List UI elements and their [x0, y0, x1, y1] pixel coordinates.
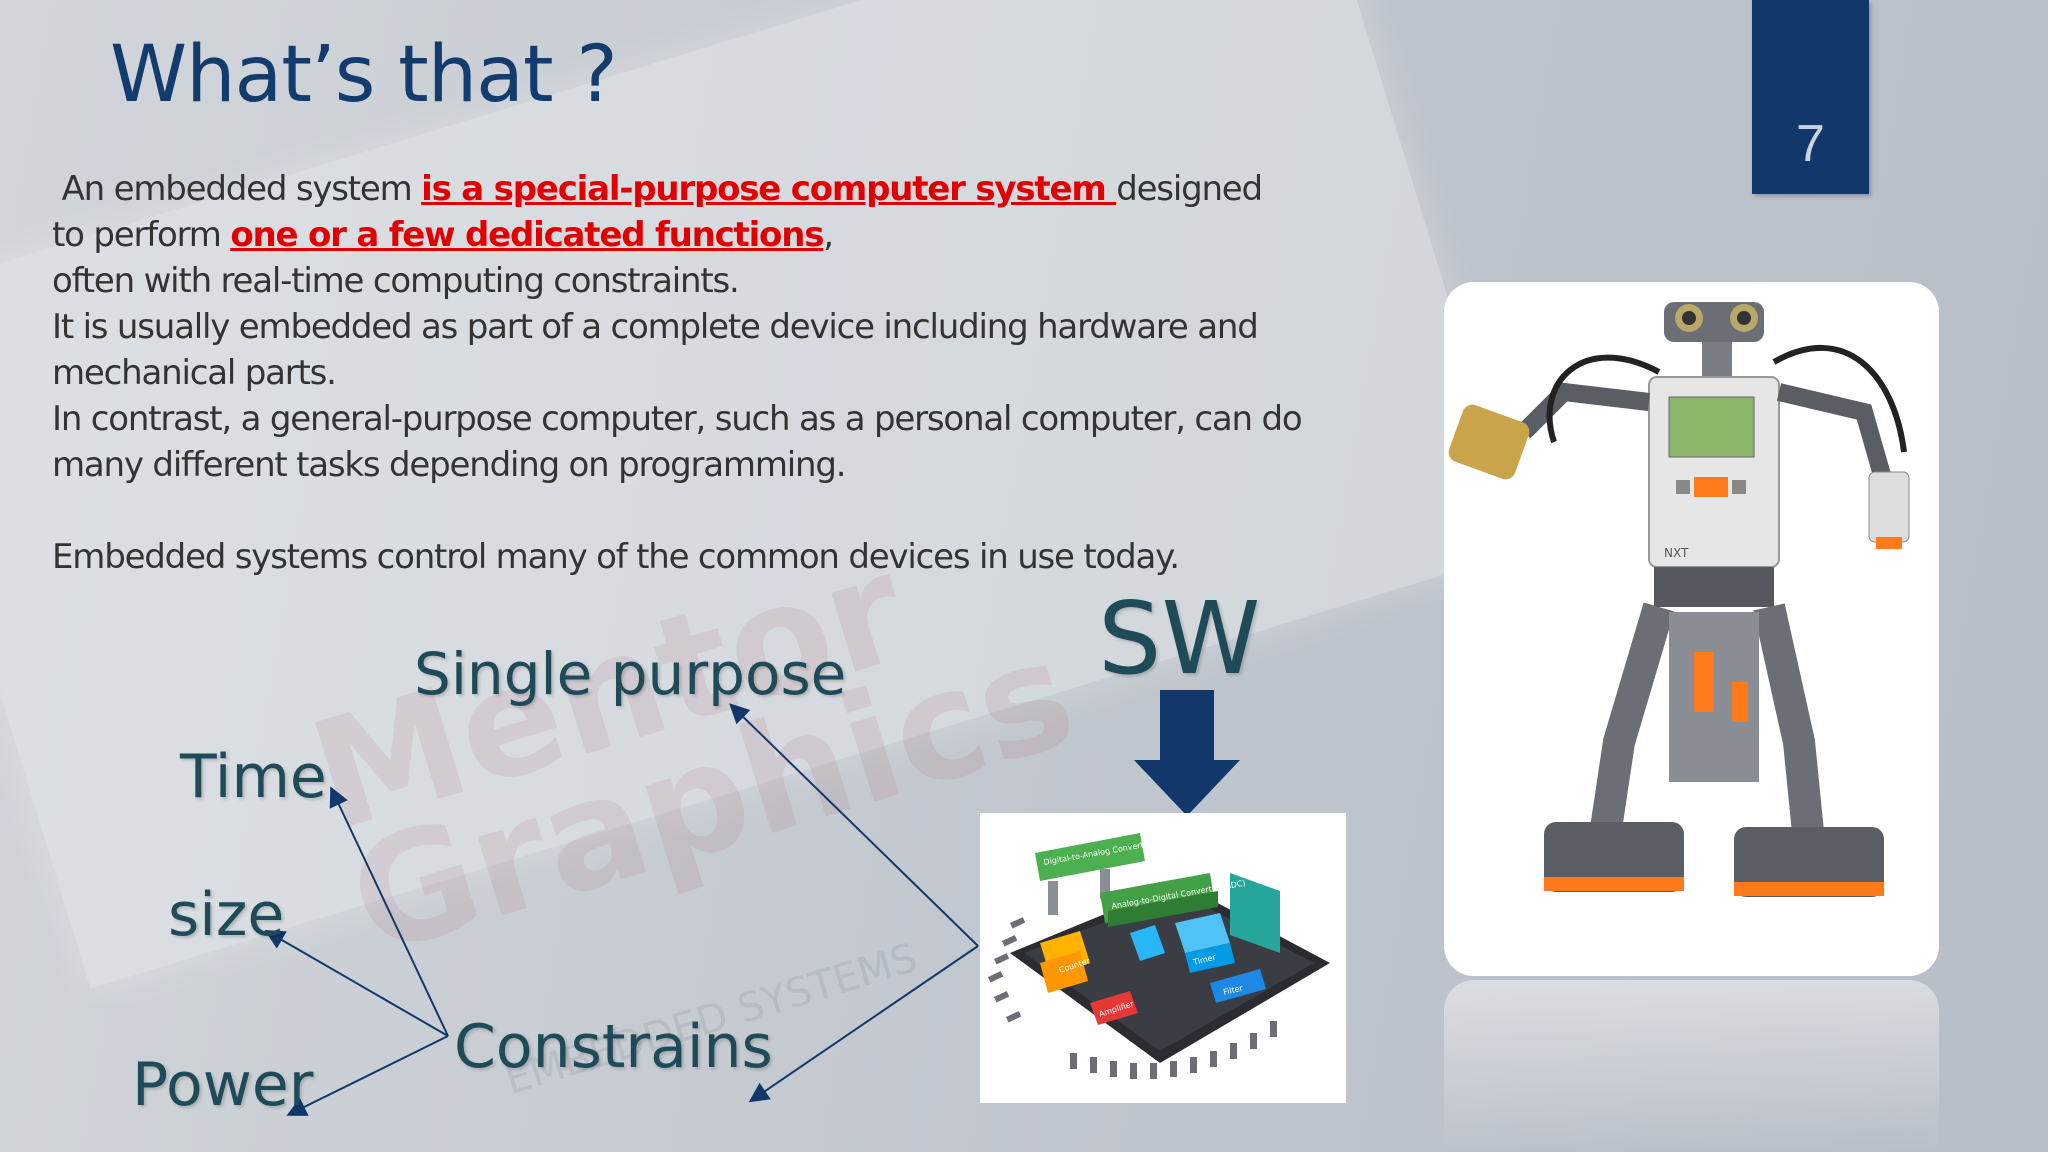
highlight-dedicated-functions: one or a few dedicated functions: [230, 215, 824, 255]
body-text: An embedded system is a special-purpose …: [52, 166, 1303, 580]
robot-illustration: NXT: [1448, 302, 1910, 897]
page-number: 7: [1796, 115, 1825, 173]
definition-prefix: An embedded system: [61, 169, 422, 209]
paragraph-realtime: often with real-time computing constrain…: [52, 261, 740, 301]
page-number-badge: 7: [1752, 0, 1869, 194]
robot-label: NXT: [1664, 546, 1689, 560]
sw-down-arrow: [1134, 690, 1240, 816]
paragraph-contrast: In contrast, a general-purpose computer,…: [52, 399, 1303, 485]
definition-comma: ,: [823, 215, 834, 255]
label-power: Power: [132, 1050, 314, 1120]
label-time: Time: [180, 742, 327, 812]
arrow-to-power: [286, 1035, 449, 1116]
label-size: size: [168, 880, 285, 950]
arrow-to-single-purpose: [729, 703, 979, 947]
microcontroller-image: Digital-to-Analog Converter (DAC) Analog…: [980, 813, 1346, 1103]
paragraph-common-devices: Embedded systems control many of the com…: [52, 537, 1180, 577]
paragraph-embedded-part: It is usually embedded as part of a comp…: [52, 307, 1259, 393]
robot-image: NXT: [1444, 282, 1939, 976]
arrow-to-constrains: [748, 945, 979, 1103]
highlight-special-purpose: is a special-purpose computer system: [421, 169, 1117, 209]
label-constrains: Constrains: [454, 1012, 773, 1082]
arrow-to-time: [329, 786, 449, 1037]
definition-mid: designed to perform: [52, 169, 1263, 255]
slide-title: What’s that ?: [110, 30, 618, 120]
label-sw: SW: [1098, 580, 1261, 697]
arrow-to-size: [264, 929, 449, 1037]
paragraph-definition: An embedded system is a special-purpose …: [52, 166, 1302, 258]
label-single-purpose: Single purpose: [414, 640, 847, 708]
microcontroller-illustration: Digital-to-Analog Converter (DAC) Analog…: [988, 833, 1330, 1079]
robot-reflection: [1444, 980, 1939, 1152]
